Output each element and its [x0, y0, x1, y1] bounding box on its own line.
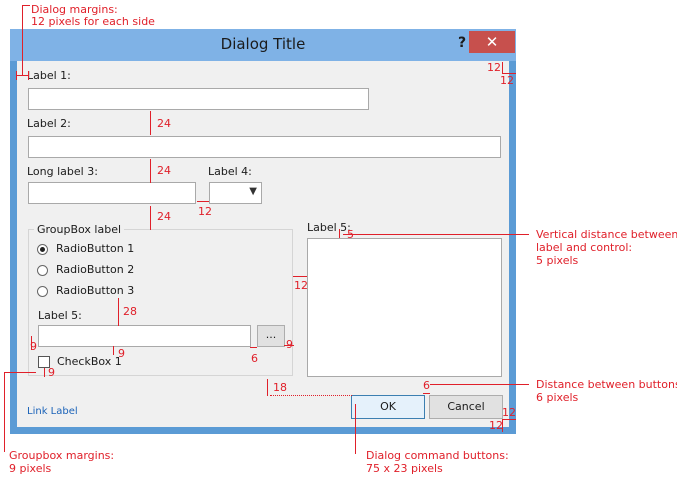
annotation-number: 6	[423, 379, 430, 392]
annotation-tick	[28, 71, 29, 80]
annotation-vertical-distance-value: 5 pixels	[536, 254, 579, 267]
annotation-number: 12	[487, 61, 501, 74]
dialog-window: Dialog Title ? ✕ Label 1: Label 2: Long …	[10, 29, 516, 434]
dialog-client-area: Label 1: Label 2: Long label 3: Label 4:…	[17, 61, 509, 427]
annotation-vertical-distance-line2: label and control:	[536, 241, 633, 254]
text-input-1[interactable]	[28, 88, 369, 110]
annotation-spacing-line	[293, 276, 307, 277]
annotation-button-distance-title: Distance between buttons:	[536, 378, 677, 391]
annotation-tick	[502, 73, 516, 74]
annotation-number: 24	[157, 210, 171, 223]
annotation-command-buttons-value: 75 x 23 pixels	[366, 462, 443, 475]
text-input-3[interactable]	[28, 182, 196, 204]
annotation-number: 12	[502, 406, 516, 419]
annotation-tick	[502, 62, 503, 74]
checkbox-label: CheckBox 1	[57, 355, 122, 368]
radio-button-2[interactable]	[37, 265, 48, 276]
annotation-spacing-line	[150, 159, 151, 183]
annotation-spacing-line	[150, 111, 151, 135]
radio-label-3: RadioButton 3	[56, 284, 135, 297]
annotation-number: 9	[286, 338, 293, 351]
label-2: Label 2:	[27, 117, 71, 130]
annotation-spacing-line	[250, 347, 257, 348]
groupbox	[28, 229, 293, 376]
annotation-number: 24	[157, 117, 171, 130]
help-button[interactable]: ?	[457, 35, 467, 51]
radio-button-3[interactable]	[37, 286, 48, 297]
browse-button[interactable]: ...	[257, 325, 285, 347]
close-button[interactable]: ✕	[469, 31, 515, 53]
annotation-spacing-line	[267, 379, 268, 396]
annotation-spacing-line	[31, 336, 32, 350]
annotation-dialog-margins-title: Dialog margins:	[31, 3, 118, 16]
annotation-leader-line	[22, 5, 23, 75]
groupbox-label: GroupBox label	[34, 223, 125, 236]
label-5-right: Label 5:	[307, 221, 351, 234]
annotation-leader-line	[430, 384, 529, 385]
annotation-number: 9	[118, 347, 125, 360]
annotation-number: 12	[294, 279, 308, 292]
annotation-tick	[16, 71, 17, 80]
annotation-number: 28	[123, 305, 137, 318]
annotation-tick	[502, 419, 516, 420]
label-4: Label 4:	[208, 165, 252, 178]
annotation-spacing-line	[339, 229, 340, 238]
annotation-spacing-line	[197, 201, 209, 202]
radio-label-1: RadioButton 1	[56, 242, 135, 255]
dialog-title: Dialog Title	[220, 35, 306, 53]
annotation-leader-line	[22, 5, 30, 6]
checkbox-1[interactable]	[38, 356, 50, 368]
annotation-tick	[502, 420, 503, 432]
radio-label-2: RadioButton 2	[56, 263, 135, 276]
annotation-command-buttons-title: Dialog command buttons:	[366, 449, 509, 462]
annotation-number: 6	[251, 352, 258, 365]
annotation-spacing-line	[150, 206, 151, 230]
radio-button-1[interactable]	[37, 244, 48, 255]
title-bar: Dialog Title ? ✕	[10, 29, 516, 61]
combo-box-4[interactable]: ▼	[209, 182, 262, 204]
annotation-number: 18	[273, 381, 287, 394]
link-label[interactable]: Link Label	[27, 406, 78, 417]
annotation-leader-line	[4, 372, 5, 452]
list-box[interactable]	[307, 238, 502, 377]
annotation-vertical-distance-title: Vertical distance between	[536, 228, 677, 241]
annotation-number: 12	[198, 205, 212, 218]
annotation-leader-line	[355, 404, 356, 454]
annotation-number: 12	[489, 419, 503, 432]
annotation-leader-line	[343, 234, 529, 235]
text-input-5[interactable]	[38, 325, 251, 347]
label-3: Long label 3:	[27, 165, 98, 178]
annotation-spacing-line	[423, 393, 430, 394]
annotation-leader-line	[4, 372, 36, 373]
chevron-down-icon: ▼	[249, 186, 257, 197]
annotation-tick	[16, 75, 29, 76]
text-input-2[interactable]	[28, 136, 501, 158]
annotation-number: 9	[30, 340, 37, 353]
annotation-spacing-line	[284, 345, 294, 346]
annotation-groupbox-margins-title: Groupbox margins:	[9, 449, 115, 462]
annotation-button-distance-value: 6 pixels	[536, 391, 579, 404]
annotation-spacing-line	[118, 298, 119, 326]
annotation-groupbox-margins-value: 9 pixels	[9, 462, 52, 475]
ok-button[interactable]: OK	[351, 395, 425, 419]
annotation-dotted-line	[270, 395, 352, 396]
cancel-button[interactable]: Cancel	[429, 395, 503, 419]
annotation-spacing-line	[44, 368, 45, 377]
annotation-spacing-line	[113, 346, 114, 355]
annotation-dialog-margins-value: 12 pixels for each side	[31, 15, 155, 28]
annotation-number: 12	[500, 74, 514, 87]
annotation-number: 24	[157, 164, 171, 177]
label-5-group: Label 5:	[38, 309, 82, 322]
label-1: Label 1:	[27, 69, 71, 82]
annotation-number: 9	[48, 366, 55, 379]
